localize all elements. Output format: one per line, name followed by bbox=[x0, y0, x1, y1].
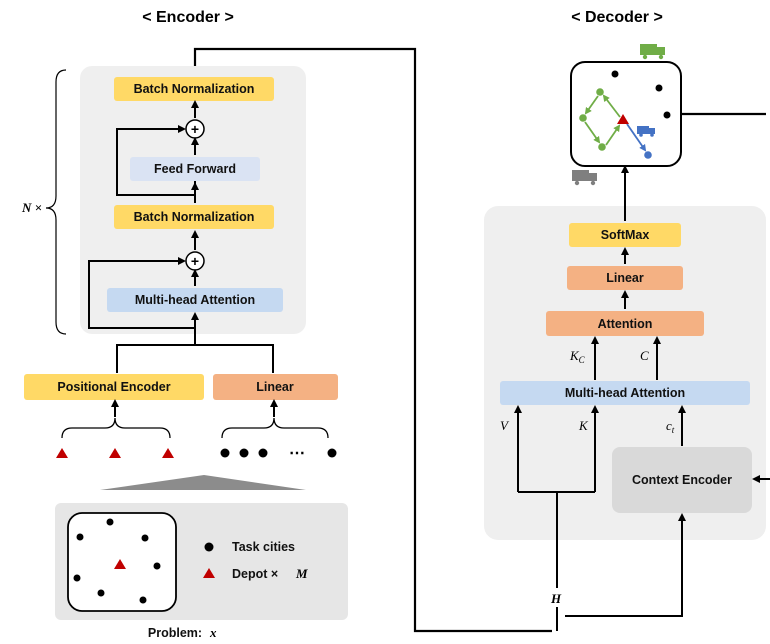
attention-box bbox=[546, 311, 704, 336]
problem-map bbox=[67, 512, 177, 612]
decoder-mha-box bbox=[500, 381, 750, 405]
problem-depot bbox=[114, 559, 126, 569]
repeat-brace bbox=[45, 69, 67, 335]
attention-label: Attention bbox=[598, 317, 653, 331]
v-label: V bbox=[500, 418, 510, 433]
context-encoder-box bbox=[612, 447, 752, 513]
legend-depot-marker bbox=[203, 568, 215, 578]
decoder-linear-label: Linear bbox=[606, 271, 644, 285]
embedding-trapezoid bbox=[100, 475, 306, 490]
positional-encoder-box bbox=[24, 374, 204, 400]
batch-norm-top-label: Batch Normalization bbox=[134, 82, 255, 96]
batch-norm-bottom-box bbox=[114, 205, 274, 229]
ct-label: ct bbox=[666, 418, 675, 435]
depot-input-2 bbox=[109, 448, 121, 458]
city-input-n bbox=[327, 448, 337, 458]
encoder-mha-label: Multi-head Attention bbox=[135, 293, 255, 307]
repeat-label: N × bbox=[21, 200, 42, 215]
encoder-output-line bbox=[193, 47, 552, 633]
decoder-header: < Decoder > bbox=[571, 9, 663, 26]
legend-depot-var: M bbox=[295, 566, 308, 581]
green-truck-icon bbox=[640, 44, 665, 60]
feed-forward-label: Feed Forward bbox=[154, 162, 236, 176]
softmax-box bbox=[569, 223, 681, 247]
softmax-label: SoftMax bbox=[601, 228, 650, 242]
problem-caption-var: x bbox=[209, 625, 217, 640]
encoder-layer-panel bbox=[80, 66, 306, 334]
positional-encoder-label: Positional Encoder bbox=[57, 380, 170, 394]
batch-norm-top-box bbox=[114, 77, 274, 101]
kc-label: KC bbox=[569, 348, 586, 365]
city-input-1 bbox=[220, 448, 230, 458]
encoder-header: < Encoder > bbox=[142, 9, 234, 26]
decoder-linear-box bbox=[567, 266, 683, 290]
city-brace bbox=[221, 417, 329, 439]
city-input-2 bbox=[239, 448, 249, 458]
legend-city-marker bbox=[204, 542, 214, 552]
feed-forward-box bbox=[130, 157, 260, 181]
legend-task-cities: Task cities bbox=[232, 540, 295, 554]
context-encoder-label: Context Encoder bbox=[632, 473, 732, 487]
encoder-mha-box bbox=[107, 288, 283, 312]
depot-brace bbox=[61, 417, 171, 439]
gray-truck-icon bbox=[572, 170, 597, 186]
city-input-3 bbox=[258, 448, 268, 458]
legend-depot: Depot × bbox=[232, 567, 278, 581]
c-label: C bbox=[640, 348, 649, 363]
depot-input-1 bbox=[56, 448, 68, 458]
city-ellipsis: ⋯ bbox=[289, 445, 305, 462]
add-symbol-1: + bbox=[191, 121, 199, 137]
encoder-linear-box bbox=[213, 374, 338, 400]
depot-input-3 bbox=[162, 448, 174, 458]
decoder-mha-label: Multi-head Attention bbox=[565, 386, 685, 400]
k-label: K bbox=[578, 418, 589, 433]
encoder-linear-label: Linear bbox=[256, 380, 294, 394]
problem-caption: Problem: bbox=[148, 626, 202, 640]
add-symbol-2: + bbox=[191, 253, 199, 269]
solution-map bbox=[570, 61, 682, 167]
batch-norm-bottom-label: Batch Normalization bbox=[134, 210, 255, 224]
h-label: H bbox=[550, 591, 562, 606]
